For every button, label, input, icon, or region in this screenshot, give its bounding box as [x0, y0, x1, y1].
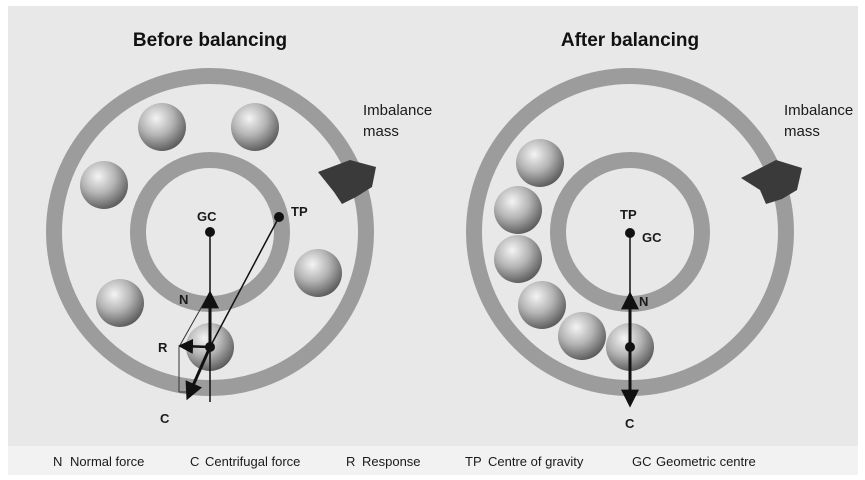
- ball: [494, 235, 542, 283]
- legend-abbr: TP: [465, 454, 482, 469]
- legend-text: Geometric centre: [656, 454, 756, 469]
- legend-background: [8, 446, 858, 475]
- legend-text: Normal force: [70, 454, 144, 469]
- legend-item-geometric-centre: GC Geometric centre: [632, 454, 756, 469]
- before-tp-label: TP: [291, 204, 308, 219]
- before-tp-line: [209, 216, 280, 348]
- after-n-label: N: [639, 294, 648, 309]
- before-centrifugal-arrow: [185, 346, 212, 401]
- ball: [518, 281, 566, 329]
- legend-abbr: R: [346, 454, 355, 469]
- legend-item-centrifugal-force: C Centrifugal force: [190, 454, 300, 469]
- legend-abbr: C: [190, 454, 199, 469]
- legend-item-normal-force: N Normal force: [53, 454, 144, 469]
- before-title: Before balancing: [133, 30, 287, 51]
- ball: [80, 161, 128, 209]
- legend-text: Centre of gravity: [488, 454, 584, 469]
- ball: [96, 279, 144, 327]
- before-contact-point: [205, 342, 215, 352]
- after-contact-point: [625, 342, 635, 352]
- ball: [231, 103, 279, 151]
- before-r-label: R: [158, 340, 168, 355]
- after-title: After balancing: [561, 30, 699, 51]
- before-imbalance-label-line1: Imbalance: [363, 102, 432, 119]
- before-panel: Before balancing GC TP N R C: [46, 30, 432, 426]
- before-imbalance-label-line2: mass: [363, 123, 399, 140]
- ball: [494, 186, 542, 234]
- legend-abbr: GC: [632, 454, 652, 469]
- before-imbalance-mass: [318, 160, 376, 204]
- legend: N Normal force C Centrifugal force R Res…: [53, 454, 756, 469]
- after-c-label: C: [625, 416, 635, 431]
- ball: [516, 139, 564, 187]
- ball: [558, 312, 606, 360]
- legend-abbr: N: [53, 454, 62, 469]
- before-gc-label: GC: [197, 209, 217, 224]
- legend-item-response: R Response: [346, 454, 421, 469]
- after-panel: After balancing TP GC N C Imbalance mass: [466, 30, 853, 431]
- ball: [294, 249, 342, 297]
- legend-text: Centrifugal force: [205, 454, 300, 469]
- before-c-label: C: [160, 411, 170, 426]
- after-tp-label: TP: [620, 207, 637, 222]
- before-n-label: N: [179, 292, 188, 307]
- after-imbalance-label-line1: Imbalance: [784, 102, 853, 119]
- after-imbalance-mass: [741, 160, 802, 204]
- ball: [138, 103, 186, 151]
- legend-item-centre-of-gravity: TP Centre of gravity: [465, 454, 584, 469]
- after-imbalance-label-line2: mass: [784, 123, 820, 140]
- legend-text: Response: [362, 454, 421, 469]
- after-gc-label: GC: [642, 230, 662, 245]
